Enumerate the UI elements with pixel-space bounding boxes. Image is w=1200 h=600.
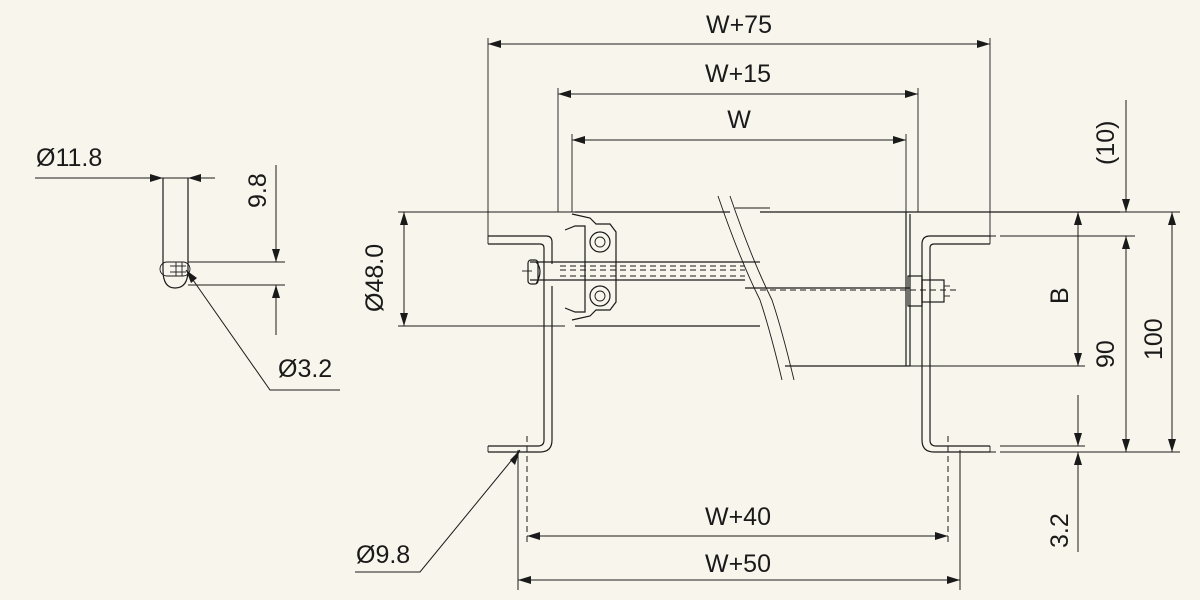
inner-width-label: W <box>727 106 751 134</box>
roller-tube <box>575 195 1120 381</box>
right-height-dimensions <box>910 100 1180 552</box>
bracket-base-width-label: W+50 <box>705 550 771 578</box>
height-100-label: 100 <box>1140 318 1168 360</box>
hole-diameter-label: Ø9.8 <box>356 541 410 569</box>
wire-diameter-label: Ø11.8 <box>36 144 102 172</box>
wire-offset-label: 9.8 <box>244 173 272 208</box>
roller-diameter-label: Ø48.0 <box>361 244 389 312</box>
wire-small-diameter-label: Ø3.2 <box>278 355 332 383</box>
top-offset-label: (10) <box>1092 121 1120 165</box>
bracket-outer-width-label: W+40 <box>705 503 771 531</box>
bearing-assembly <box>522 213 745 321</box>
left-frame <box>398 211 575 453</box>
plate-thickness-label: 3.2 <box>1046 513 1074 548</box>
height-b-label: B <box>1046 287 1074 304</box>
overall-width-label: W+75 <box>706 11 772 39</box>
mid-width-label: W+15 <box>705 60 771 88</box>
wire-section-detail <box>35 165 340 391</box>
bottom-width-dimensions <box>355 436 961 590</box>
top-width-dimensions <box>487 38 991 240</box>
right-frame <box>921 235 1020 453</box>
height-90-label: 90 <box>1092 340 1120 368</box>
